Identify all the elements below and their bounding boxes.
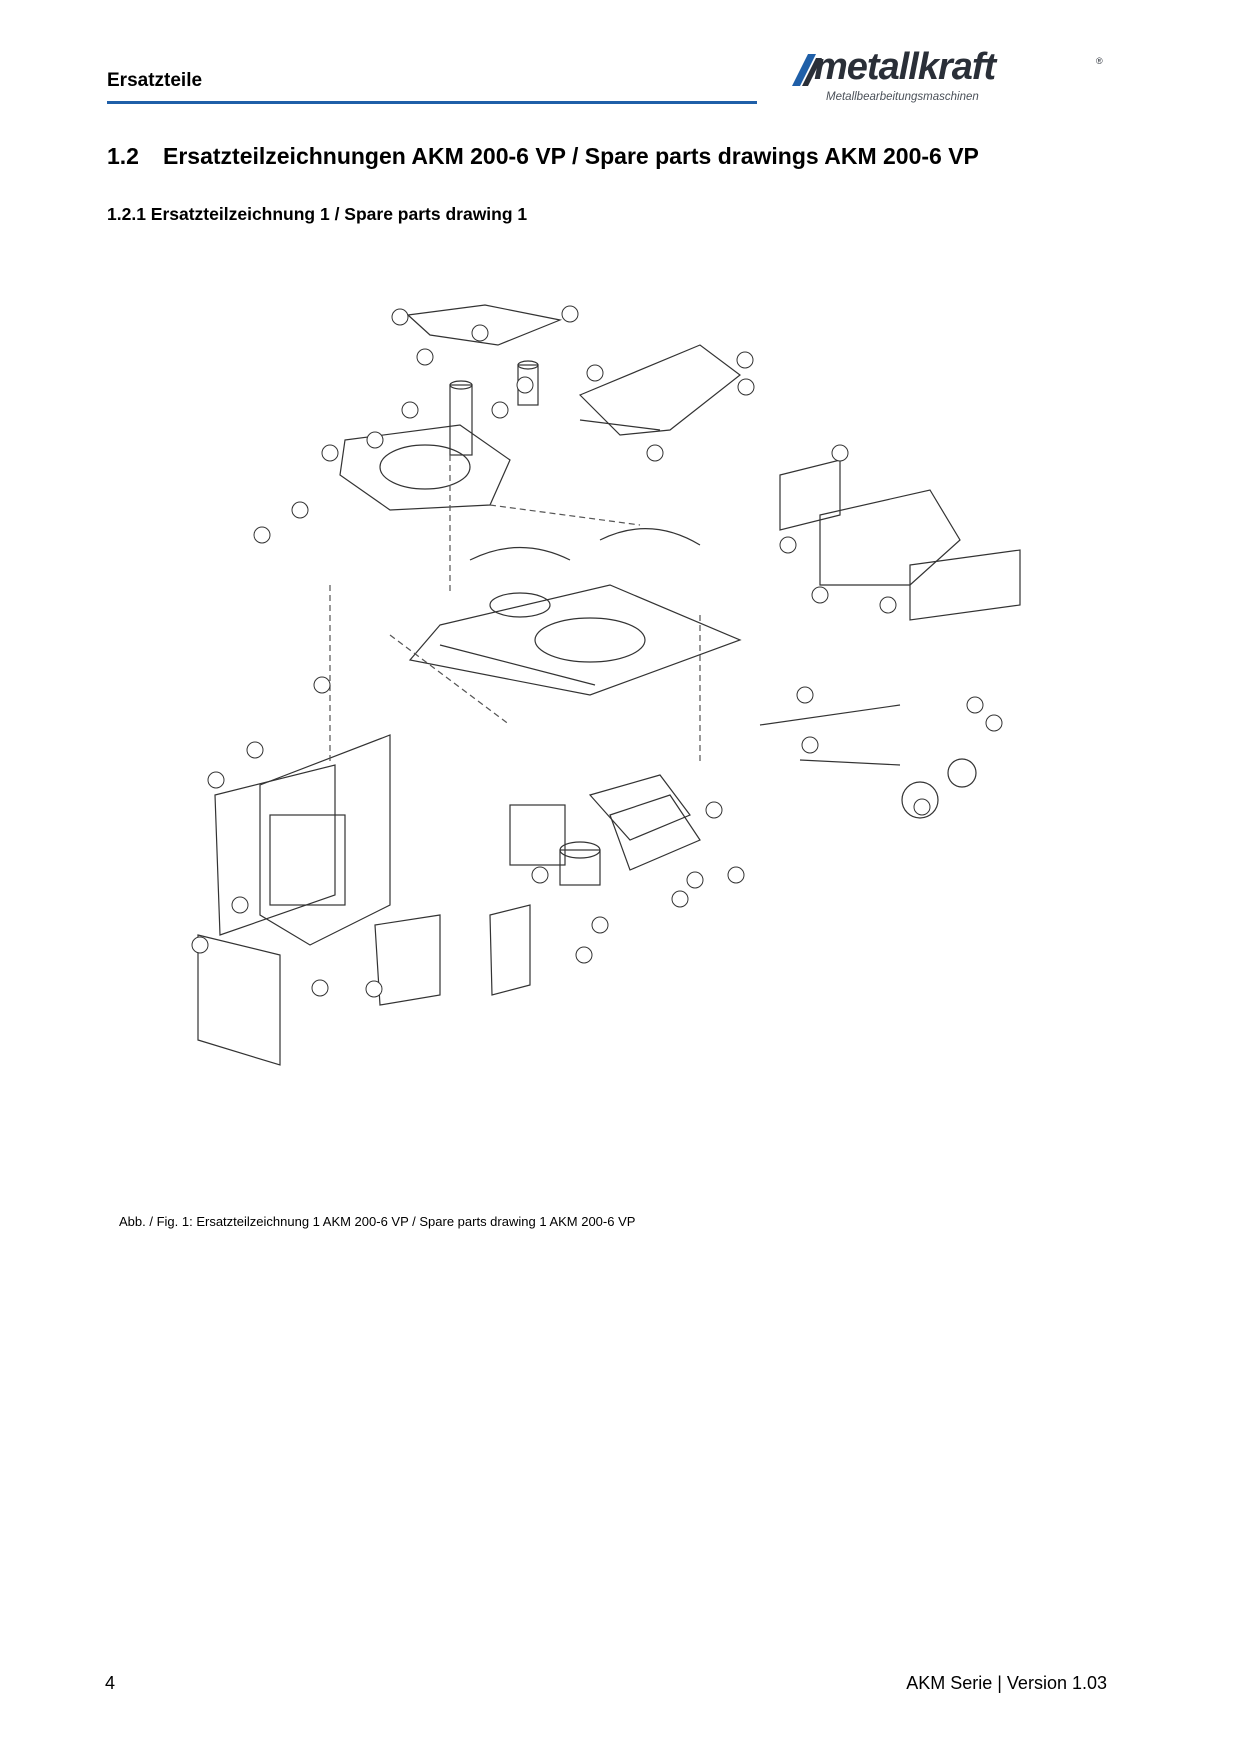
chip-tray (374, 914, 441, 1006)
door-panel (489, 904, 531, 996)
handwheel (947, 758, 977, 788)
figure-caption: Abb. / Fig. 1: Ersatzteilzeichnung 1 AKM… (119, 1214, 636, 1229)
logo-registered-mark: ® (1096, 56, 1103, 66)
logo-mark-icon (792, 54, 822, 86)
motor-cover (609, 794, 701, 871)
page-number: 4 (105, 1673, 116, 1693)
section-number: 1.2 (107, 143, 139, 169)
guard-left (779, 459, 841, 531)
top-cover-plate (406, 304, 563, 346)
subsection-title: 1.2.1 Ersatzteilzeichnung 1 / Spare part… (107, 204, 528, 224)
spare-parts-exploded-drawing (191, 304, 1021, 1066)
column (449, 384, 473, 456)
base-table (408, 584, 742, 696)
page-header-title: Ersatzteile (107, 70, 203, 91)
header-rule (107, 101, 757, 104)
logo-wordmark: metallkraft (814, 46, 996, 88)
metallkraft-logo: metallkraft ® Metallbearbeitungsmaschine… (786, 46, 1111, 108)
stand-frame (259, 734, 391, 946)
section-title-text: Ersatzteilzeichnungen AKM 200-6 VP / Spa… (163, 143, 979, 169)
guard-small (909, 549, 1021, 621)
section-title: 1.2 Ersatzteilzeichnungen AKM 200-6 VP / … (107, 143, 979, 170)
motor-plate (588, 774, 691, 841)
side-panel (197, 934, 281, 1066)
upper-bracket (578, 344, 741, 436)
guard-main (819, 489, 961, 586)
logo-subtitle: Metallbearbeitungsmaschinen (826, 91, 979, 103)
footer-series-version: AKM Serie | Version 1.03 (906, 1673, 1107, 1693)
stand-box (214, 764, 336, 936)
saw-head (339, 424, 511, 511)
motor-box (509, 804, 566, 866)
